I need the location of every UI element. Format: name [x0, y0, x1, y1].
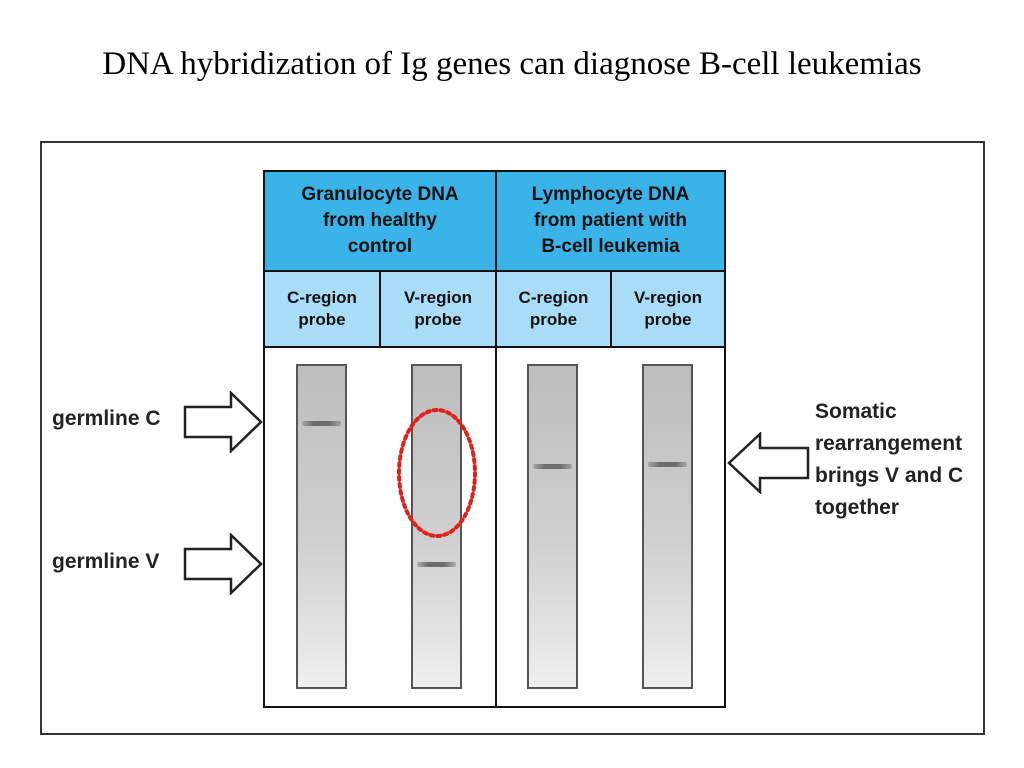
probe-header-line: probe [644, 310, 692, 329]
probe-divider-right [610, 270, 612, 348]
probe-divider-left [379, 270, 381, 348]
group-divider [495, 172, 497, 706]
slide-title: DNA hybridization of Ig genes can diagno… [102, 46, 922, 82]
group-header-line: Granulocyte DNA [301, 184, 459, 205]
group-header-line: Lymphocyte DNA [531, 184, 690, 205]
arrow-right-outline-icon [183, 533, 263, 595]
group-header-healthy-control: Granulocyte DNA from healthy control [265, 172, 495, 270]
header-divider [265, 270, 724, 272]
figure-frame [40, 141, 985, 735]
arrow-right-outline-icon [183, 391, 263, 453]
label-germline-c: germline C [52, 407, 161, 430]
group-header-leukemia-patient: Lymphocyte DNA from patient with B-cell … [497, 172, 724, 270]
header-bottom-divider [265, 346, 724, 348]
lane-patient-c-region [527, 364, 578, 689]
probe-header-line: probe [298, 310, 346, 329]
probe-header-line: probe [414, 310, 462, 329]
band-rearranged-v [648, 462, 687, 467]
missing-band-highlight-circle [397, 408, 477, 538]
label-germline-v: germline V [52, 550, 160, 573]
probe-header-control-c-region: C-region probe [265, 272, 379, 346]
arrow-left-outline-icon [727, 432, 810, 494]
probe-header-patient-c-region: C-region probe [497, 272, 610, 346]
note-line: together [815, 496, 899, 519]
lane-control-c-region [296, 364, 347, 689]
group-header-line: control [347, 236, 413, 257]
band-germline-v [417, 562, 456, 567]
note-line: Somatic [815, 400, 897, 423]
probe-header-line: C-region [518, 288, 589, 307]
probe-header-line: V-region [403, 288, 472, 307]
southern-blot-panel: Granulocyte DNA from healthy control Lym… [263, 170, 726, 708]
lane-patient-v-region [642, 364, 693, 689]
probe-header-control-v-region: V-region probe [381, 272, 495, 346]
band-rearranged-c [533, 464, 572, 469]
probe-header-line: V-region [633, 288, 702, 307]
group-header-line: from patient with [533, 210, 688, 231]
band-germline-c [302, 421, 341, 426]
probe-header-patient-v-region: V-region probe [612, 272, 724, 346]
note-line: brings V and C [815, 464, 964, 487]
group-header-line: from healthy [322, 210, 438, 231]
probe-header-line: probe [529, 310, 578, 329]
note-line: rearrangement [815, 432, 963, 455]
group-header-line: B-cell leukemia [541, 236, 680, 257]
probe-header-line: C-region [287, 288, 357, 307]
